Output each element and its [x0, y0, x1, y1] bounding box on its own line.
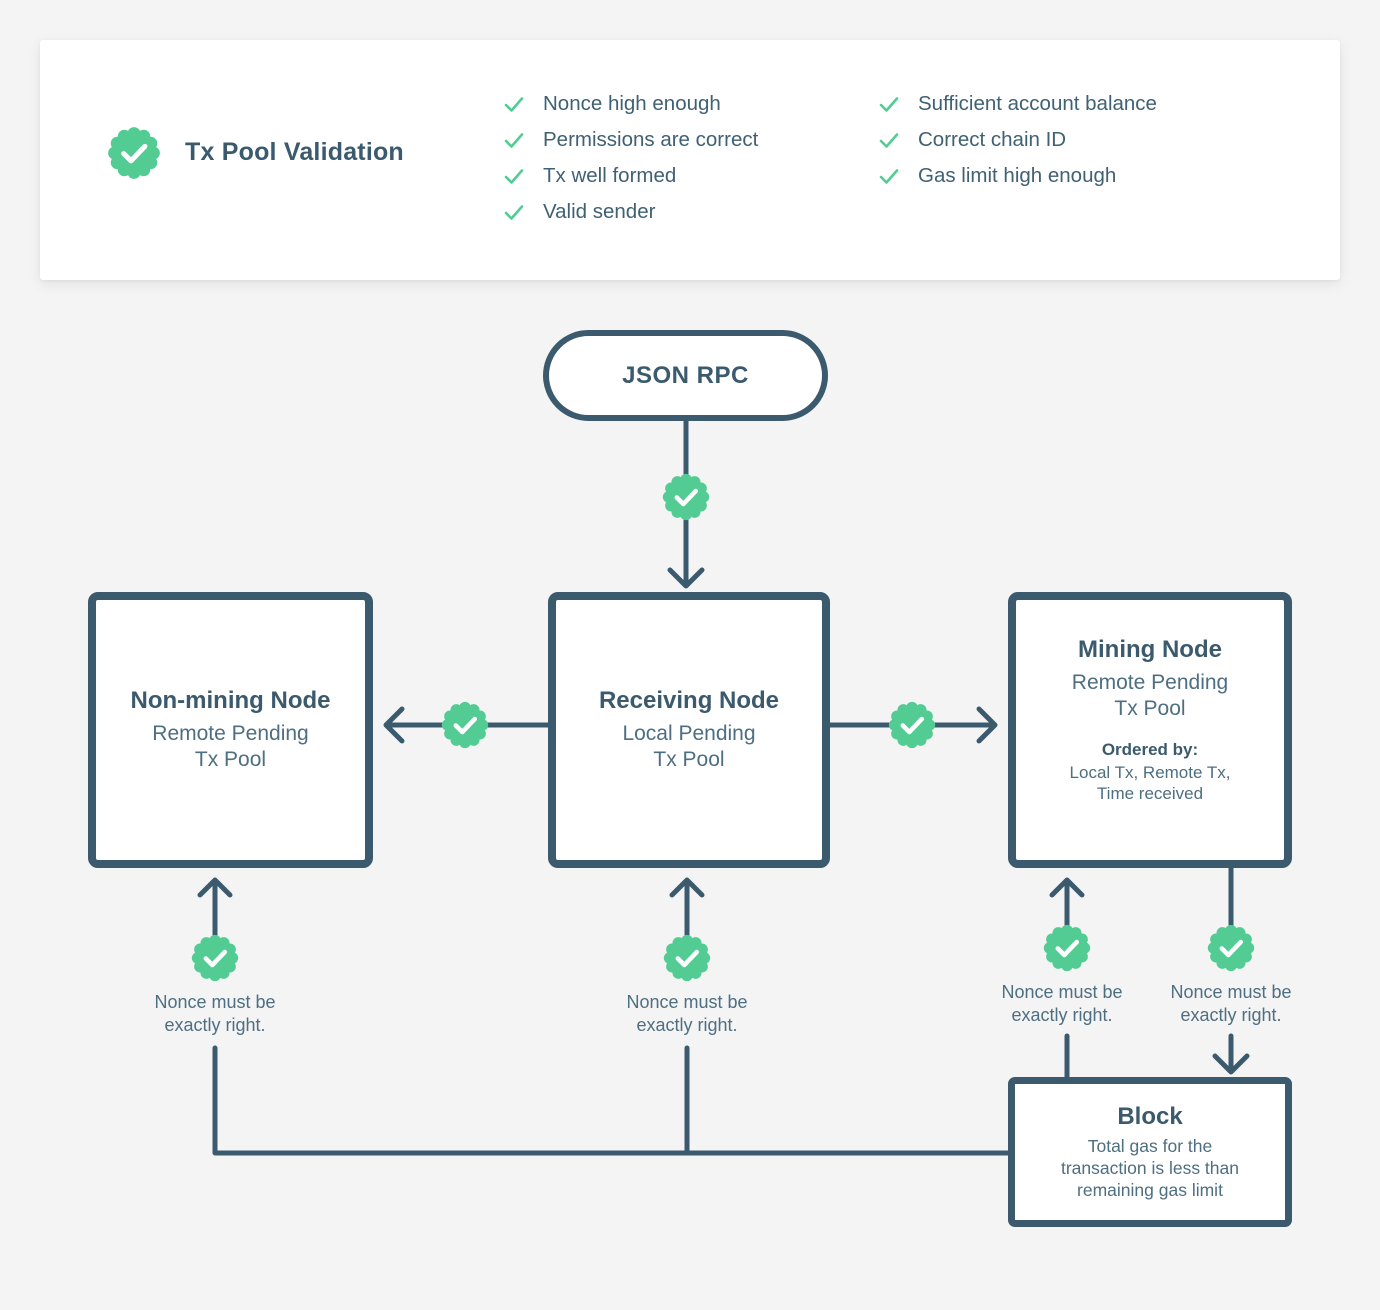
checklist-item: Tx well formed: [502, 158, 758, 194]
checklist-column-2: Sufficient account balance Correct chain…: [877, 86, 1157, 194]
nonce-note: Nonce must be exactly right.: [154, 992, 276, 1035]
nonce-note: Nonce must be exactly right.: [626, 992, 748, 1035]
checklist-item: Nonce high enough: [502, 86, 758, 122]
ordered-by-value: Local Tx, Remote Tx, Time received: [1069, 763, 1231, 803]
node-title: Mining Node: [1078, 636, 1222, 663]
check-icon: [504, 169, 524, 184]
checklist-item-label: Sufficient account balance: [918, 92, 1157, 115]
arrow-down-into-block: [1212, 1033, 1250, 1075]
seal-check-icon: [1205, 922, 1257, 974]
checklist-item: Sufficient account balance: [877, 86, 1157, 122]
checklist-item: Correct chain ID: [877, 122, 1157, 158]
checklist-item: Gas limit high enough: [877, 158, 1157, 194]
check-icon: [879, 169, 899, 184]
seal-check-icon: [660, 471, 712, 523]
check-icon: [879, 97, 899, 112]
seal-check-icon: [105, 124, 163, 182]
checklist-item-label: Nonce high enough: [543, 92, 721, 115]
json-rpc-label: JSON RPC: [622, 361, 749, 389]
nonce-note: Nonce must be exactly right.: [1001, 982, 1123, 1025]
checklist-item-label: Correct chain ID: [918, 128, 1067, 151]
node-subtitle: Local Pending Tx Pool: [622, 722, 756, 771]
seal-check-icon: [439, 699, 491, 751]
receiving-node-box: Receiving Node Local Pending Tx Pool: [548, 592, 830, 868]
nonce-note: Nonce must be exactly right.: [1170, 982, 1292, 1025]
checklist-item-label: Tx well formed: [543, 164, 677, 187]
checklist-item-label: Permissions are correct: [543, 128, 759, 151]
check-icon: [504, 133, 524, 148]
seal-check-icon: [661, 932, 713, 984]
non-mining-node-box: Non-mining Node Remote Pending Tx Pool: [88, 592, 373, 868]
line-nonmining-to-block: [212, 1045, 1011, 1156]
tx-pool-validation-card: [40, 40, 1340, 280]
block-title: Block: [1117, 1103, 1183, 1130]
check-icon: [504, 97, 524, 112]
check-icon: [879, 133, 899, 148]
ordered-by-label: Ordered by:: [1101, 740, 1199, 759]
seal-check-icon: [886, 699, 938, 751]
mining-node-box: Mining Node Remote Pending Tx Pool Order…: [1008, 592, 1292, 868]
card-title: Tx Pool Validation: [185, 138, 404, 166]
checklist-column-1: Nonce high enough Permissions are correc…: [502, 86, 758, 230]
checklist-item-label: Gas limit high enough: [918, 164, 1117, 187]
json-rpc-node: JSON RPC: [543, 330, 828, 421]
block-box: Block Total gas for the transaction is l…: [1008, 1077, 1292, 1227]
check-icon: [504, 205, 524, 220]
node-subtitle: Remote Pending Tx Pool: [1071, 671, 1229, 720]
node-title: Receiving Node: [598, 687, 780, 714]
checklist-item: Valid sender: [502, 194, 758, 230]
seal-check-icon: [1041, 922, 1093, 974]
checklist-item: Permissions are correct: [502, 122, 758, 158]
checklist-item-label: Valid sender: [543, 200, 656, 223]
node-subtitle: Remote Pending Tx Pool: [152, 722, 309, 771]
node-title: Non-mining Node: [130, 687, 331, 714]
seal-check-icon: [189, 932, 241, 984]
block-body: Total gas for the transaction is less th…: [1060, 1136, 1239, 1200]
